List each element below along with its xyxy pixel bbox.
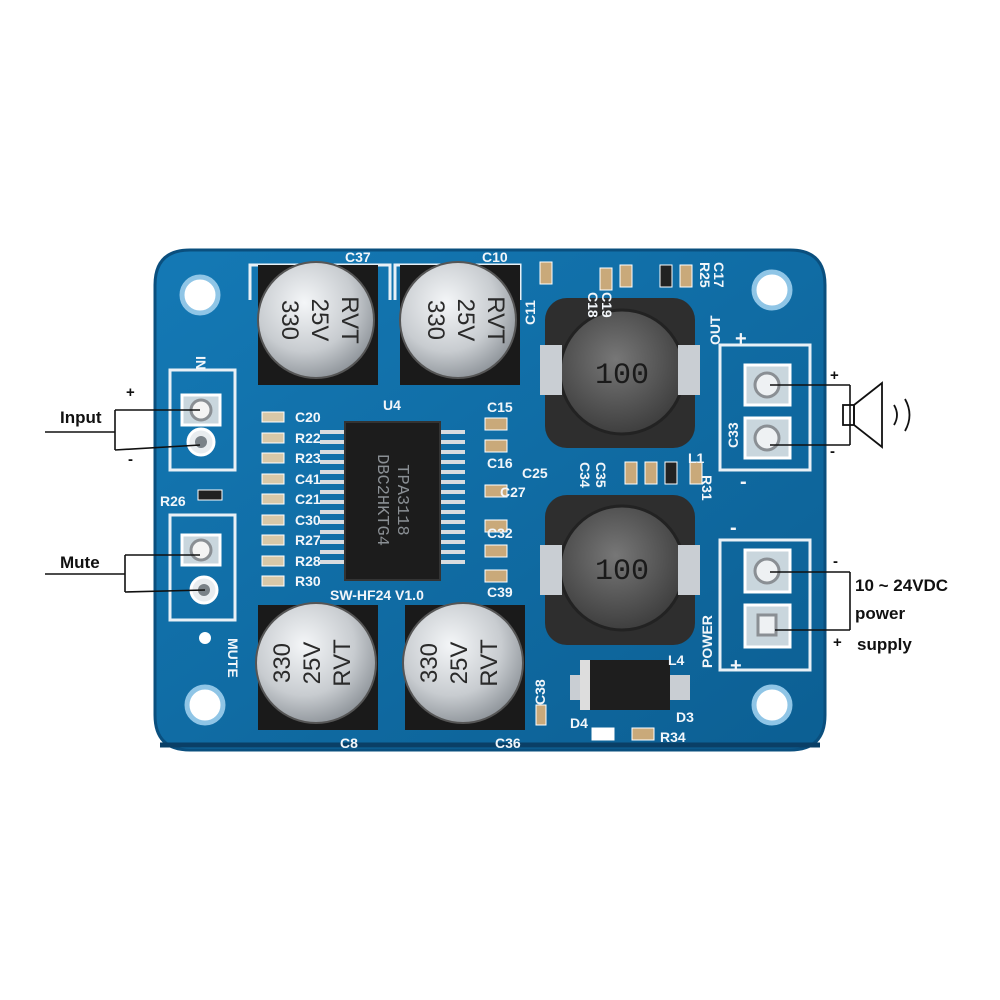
label-c18: C18 <box>585 292 601 318</box>
supply-label: supply <box>857 635 912 654</box>
capacitor-c37 <box>257 261 378 385</box>
mute-label: Mute <box>60 553 100 572</box>
label-c17: C17 <box>711 262 727 288</box>
cap-text-330: 330 <box>276 300 303 340</box>
capacitor-c36 <box>402 602 525 730</box>
cap-text-25v: 25V <box>446 642 473 685</box>
label-c15: C15 <box>487 399 513 415</box>
mute-terminal <box>180 533 222 644</box>
input-terminal <box>180 393 222 457</box>
cap-text-330: 330 <box>269 643 296 683</box>
capacitor-c10 <box>399 261 520 385</box>
cap-text-rvt: RVT <box>336 296 363 344</box>
speaker-icon <box>842 381 911 449</box>
input-plus-label: + <box>126 384 135 401</box>
label-c41: C41 <box>295 471 321 487</box>
label-c16: C16 <box>487 455 513 471</box>
power-label: power <box>855 604 906 623</box>
label-c33: C33 <box>725 422 741 448</box>
voltage-label: 10 ~ 24VDC <box>855 576 949 595</box>
label-c30: C30 <box>295 512 321 528</box>
label-c36: C36 <box>495 735 521 751</box>
cap-text-330: 330 <box>416 643 443 683</box>
cap-text-330: 330 <box>422 300 449 340</box>
label-version: SW-HF24 V1.0 <box>330 587 424 603</box>
label-l1: L1 <box>688 450 705 466</box>
cap-text-rvt: RVT <box>476 639 503 687</box>
label-c19: C19 <box>599 292 615 318</box>
output-terminal <box>743 363 792 460</box>
label-c32: C32 <box>487 525 513 541</box>
label-l4: L4 <box>668 652 685 668</box>
input-minus-label: - <box>128 451 133 468</box>
label-c20: C20 <box>295 409 321 425</box>
label-c34: C34 <box>577 462 593 488</box>
label-r26: R26 <box>160 493 186 509</box>
speaker-minus-label: - <box>830 443 835 460</box>
smd-components-right <box>484 261 703 741</box>
inductor-l4-value: 100 <box>595 555 649 589</box>
power-terminal <box>743 548 792 649</box>
diode-d3 <box>570 660 690 710</box>
board-minus-out: - <box>740 471 747 493</box>
board-plus-power: + <box>730 655 742 677</box>
label-c10: C10 <box>482 249 508 265</box>
board-plus-out: + <box>735 328 747 350</box>
cap-text-25v: 25V <box>306 299 333 342</box>
capacitor-c8 <box>255 602 378 730</box>
inductor-l1-value: 100 <box>595 359 649 393</box>
input-label: Input <box>60 408 102 427</box>
label-c35: C35 <box>593 462 609 488</box>
mounting-holes <box>179 269 793 726</box>
chip-marking-1: TPA3118 <box>392 464 411 535</box>
label-r22: R22 <box>295 430 321 446</box>
cap-text-rvt: RVT <box>329 639 356 687</box>
label-u4: U4 <box>383 397 401 413</box>
label-power: POWER <box>699 615 715 668</box>
board-minus-power: - <box>730 517 737 539</box>
label-c37: C37 <box>345 249 371 265</box>
label-r34: R34 <box>660 729 686 745</box>
smd-components-left <box>197 411 285 587</box>
label-r23: R23 <box>295 450 321 466</box>
label-c25: C25 <box>522 465 548 481</box>
label-r28: R28 <box>295 553 321 569</box>
amplifier-chip: TPA3118 DBC2HKTG4 <box>320 421 465 581</box>
power-plus-label: + <box>833 634 842 651</box>
label-c21: C21 <box>295 491 321 507</box>
label-r27: R27 <box>295 532 321 548</box>
label-r30: R30 <box>295 573 321 589</box>
inductor-l1 <box>540 298 700 448</box>
cap-text-rvt: RVT <box>482 296 509 344</box>
chip-marking-2: DBC2HKTG4 <box>372 454 391 546</box>
label-d3: D3 <box>676 709 694 725</box>
label-c39: C39 <box>487 584 513 600</box>
label-r31: R31 <box>699 475 715 501</box>
label-c11: C11 <box>522 300 538 325</box>
cap-text-25v: 25V <box>452 299 479 342</box>
label-d4: D4 <box>570 715 588 731</box>
label-r25: R25 <box>697 262 713 288</box>
cap-text-25v: 25V <box>299 642 326 685</box>
label-in: IN <box>193 356 209 370</box>
label-out: OUT <box>707 315 723 345</box>
annotation-lines <box>45 384 851 631</box>
speaker-plus-label: + <box>830 367 839 384</box>
label-c27: C27 <box>500 484 526 500</box>
label-mute: MUTE <box>225 638 241 678</box>
inductor-l4 <box>540 495 700 645</box>
label-c38: C38 <box>532 679 548 705</box>
power-minus-label: - <box>833 553 838 570</box>
label-c8: C8 <box>340 735 358 751</box>
